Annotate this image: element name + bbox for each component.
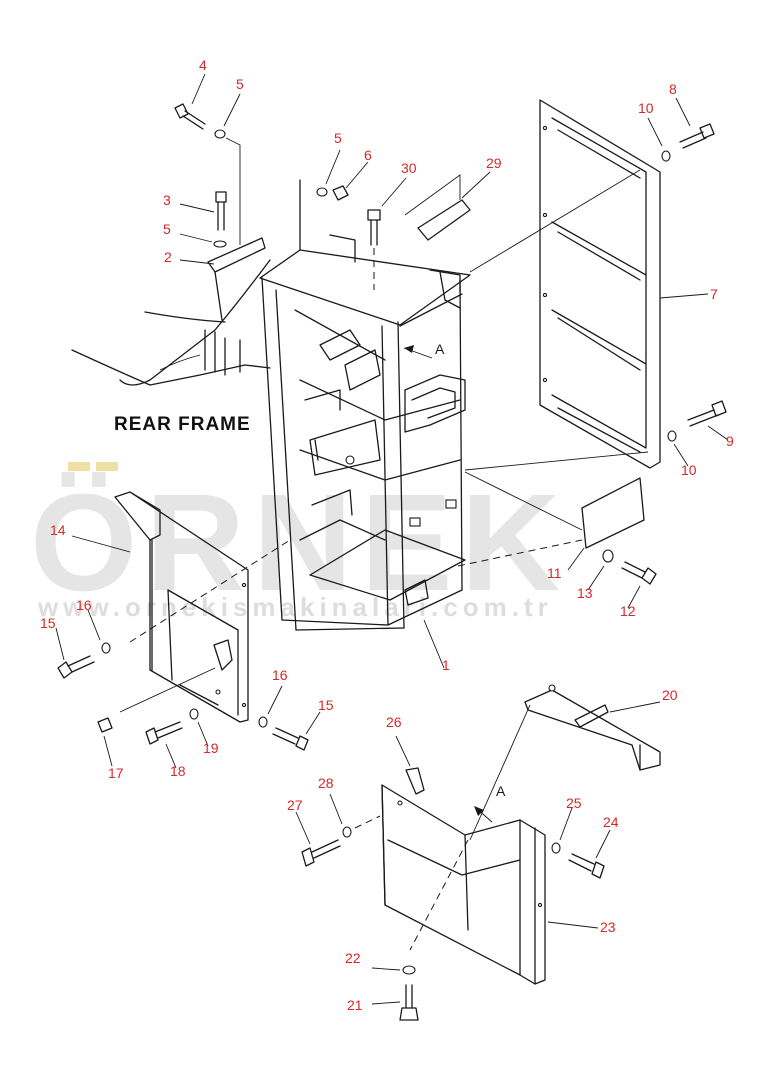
callout-22: 22 (345, 950, 361, 966)
callout-10a: 10 (638, 100, 654, 116)
callout-16b: 16 (272, 667, 288, 683)
callout-21: 21 (347, 997, 363, 1013)
callout-28: 28 (318, 775, 334, 791)
callout-25: 25 (566, 795, 582, 811)
left-guard-hardware (57, 642, 309, 751)
callout-3: 3 (163, 192, 171, 208)
callout-2: 2 (164, 249, 172, 265)
callout-6: 6 (364, 147, 372, 163)
callout-30: 30 (401, 160, 417, 176)
callout-5c: 5 (334, 130, 342, 146)
callout-5b: 5 (163, 221, 171, 237)
callout-18: 18 (170, 763, 186, 779)
lower-guard-panel (381, 784, 546, 985)
watermark: ÖRNEK www.ornekismakinalari.com.tr (30, 462, 568, 622)
callout-29: 29 (486, 155, 502, 171)
cover-plate (581, 477, 645, 549)
callout-15a: 15 (40, 615, 56, 631)
callout-16a: 16 (76, 597, 92, 613)
lower-guard-hardware (301, 767, 605, 1021)
callout-17: 17 (108, 765, 124, 781)
callout-9: 9 (726, 433, 734, 449)
callout-19: 19 (203, 740, 219, 756)
callout-12: 12 (620, 603, 636, 619)
mounting-bracket (524, 684, 661, 771)
callout-13: 13 (577, 585, 593, 601)
rear-frame-label: REAR FRAME (114, 414, 251, 435)
view-a-label-lower: A (496, 783, 506, 799)
callout-numbers: 1 2 3 4 5 5 5 6 7 8 9 10 10 11 12 13 14 … (40, 57, 734, 1013)
callout-5a: 5 (236, 76, 244, 92)
view-a-label-upper: A (435, 341, 445, 357)
callout-20: 20 (662, 687, 678, 703)
callout-15b: 15 (318, 697, 334, 713)
callout-14: 14 (50, 522, 66, 538)
callout-1: 1 (442, 657, 450, 673)
main-frame-tower (259, 179, 471, 631)
callout-8: 8 (669, 81, 677, 97)
callout-26: 26 (386, 714, 402, 730)
side-door-panel (539, 99, 661, 469)
callout-11: 11 (547, 565, 562, 581)
watermark-url: www.ornekismakinalari.com.tr (37, 592, 553, 622)
callout-24: 24 (603, 814, 619, 830)
watermark-brand: ÖRNEK (30, 466, 568, 620)
callout-4: 4 (199, 57, 207, 73)
rear-frame-outline (71, 259, 271, 386)
callout-10b: 10 (681, 462, 697, 478)
callout-23: 23 (600, 919, 616, 935)
callout-27: 27 (287, 797, 303, 813)
callout-7: 7 (710, 286, 718, 302)
hardware (174, 103, 727, 585)
leader-lines (55, 73, 729, 1005)
